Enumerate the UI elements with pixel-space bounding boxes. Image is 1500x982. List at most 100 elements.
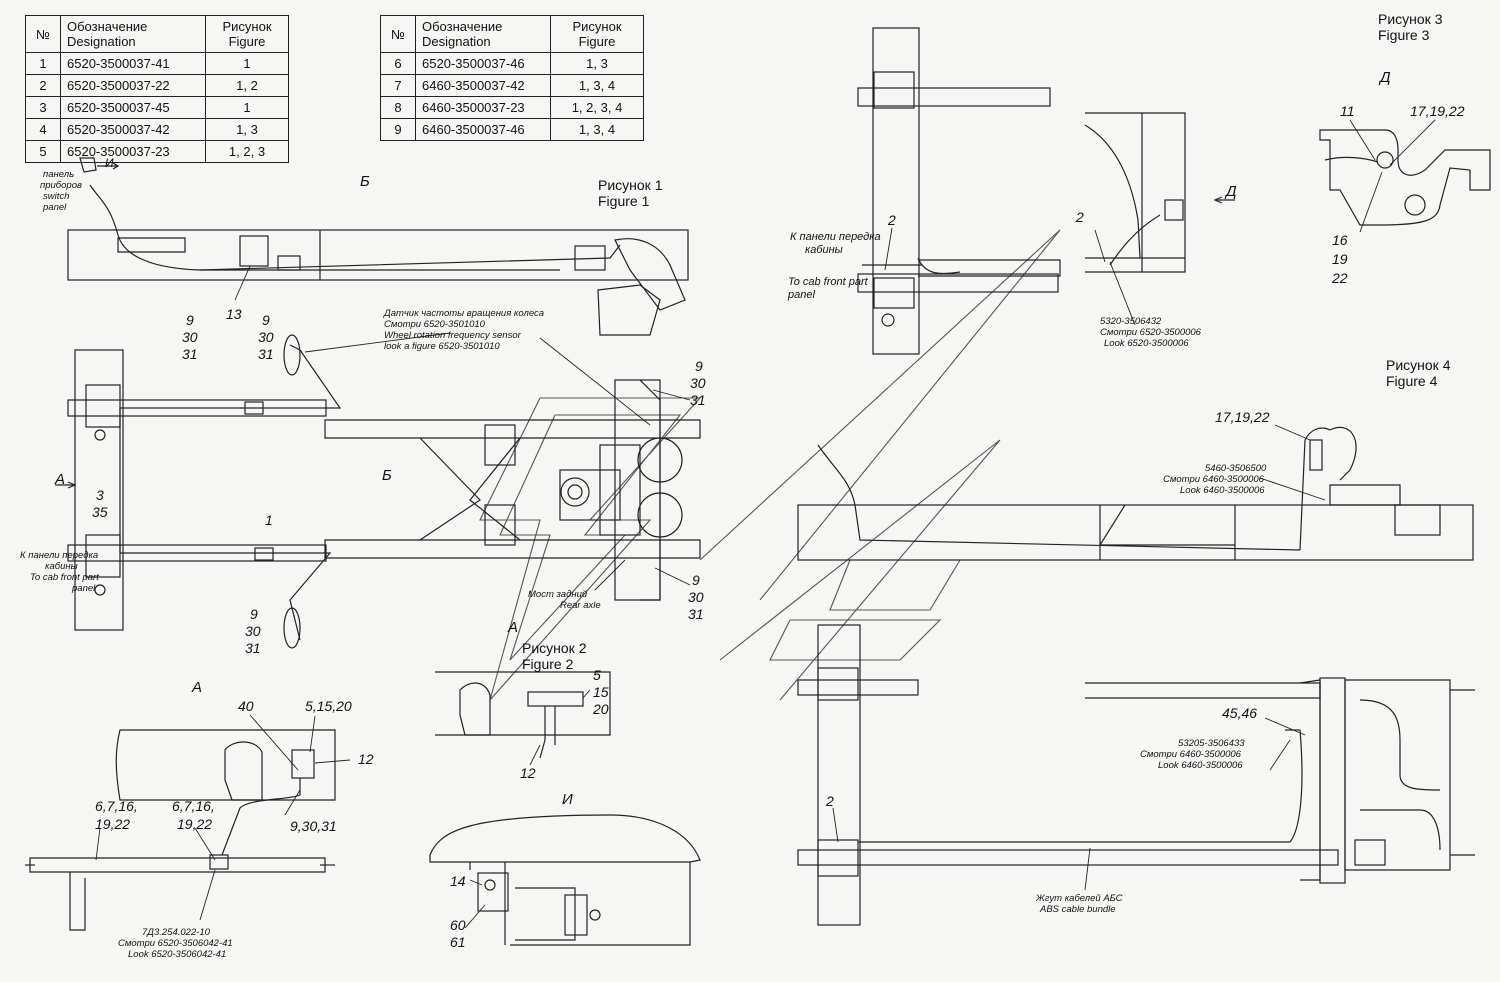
cab-front-top-line1: К панели передка (790, 231, 881, 243)
top-vertical-beam (857, 27, 1061, 355)
view-letter-i-arrow: И (105, 156, 114, 170)
callout-17-19-22b: 17,19,22 (1215, 409, 1270, 425)
part-7d3-line1: 7Д3.254.022-10 (142, 927, 211, 938)
table-cell-figure: 1, 3 (205, 118, 289, 141)
part-7d3-line2: Смотри 6520-3506042-41 (118, 938, 233, 949)
figure4-side-frame (797, 426, 1474, 561)
callout-12b: 12 (520, 765, 536, 781)
leader-lines (95, 119, 1436, 929)
callout-6-7-16b: 6,7,16, (172, 798, 215, 814)
part-53205-line2: Смотри 6460-3500006 (1140, 749, 1242, 760)
part-53205-line1: 53205-3506433 (1178, 738, 1245, 749)
callout-45-46: 45,46 (1222, 705, 1257, 721)
callout-30b: 30 (258, 329, 274, 345)
callout-5-15-20a: 5,15,20 (305, 698, 352, 714)
view-letter-d-fig3: Д (1378, 69, 1391, 86)
callout-19-22a: 19,22 (95, 816, 130, 832)
watermark-arrow (479, 229, 1061, 701)
callout-9c: 9 (695, 358, 703, 374)
part-53205-line3: Look 6460-3500006 (1158, 760, 1243, 771)
switch-panel-line1: панель (43, 169, 74, 180)
part-5320-line2: Смотри 6520-3500006 (1100, 327, 1202, 338)
table-cell-designation: 6520-3500037-41 (60, 52, 206, 75)
callout-15: 15 (593, 684, 609, 700)
wheel-sensor-line2: Смотри 6520-3501010 (384, 319, 486, 330)
wheel-sensor-line3: Wheel rotation frequency sensor (384, 330, 522, 341)
callout-2b: 2 (1075, 209, 1084, 225)
table-cell-figure: 1, 3, 4 (550, 118, 644, 141)
table-cell-designation: 6520-3500037-22 (60, 74, 206, 97)
callout-3: 3 (96, 487, 104, 503)
callout-12a: 12 (358, 751, 374, 767)
callout-31c: 31 (690, 392, 706, 408)
view-letter-b-top: Б (360, 173, 370, 190)
callout-5: 5 (593, 667, 601, 683)
figure1-title-en: Figure 1 (598, 193, 650, 209)
callout-31b: 31 (258, 346, 274, 362)
abs-bundle-en: ABS cable bundle (1039, 904, 1116, 915)
callout-60: 60 (450, 917, 466, 933)
abs-bundle-ru: Жгут кабелей АБС (1035, 893, 1123, 904)
detail-a (25, 729, 336, 931)
figure1-title-ru: Рисунок 1 (598, 177, 663, 193)
figure3-detail (1319, 129, 1491, 226)
part-5460-line3: Look 6460-3500006 (1180, 485, 1265, 496)
view-letter-a-detail: А (191, 679, 202, 696)
figure2-title-en: Figure 2 (522, 656, 574, 672)
callout-30c: 30 (690, 375, 706, 391)
figure1-plan-view (55, 334, 342, 649)
callout-30e: 30 (245, 623, 261, 639)
callout-9a: 9 (186, 312, 194, 328)
callout-13: 13 (226, 306, 242, 322)
callout-40: 40 (238, 698, 254, 714)
view-letter-d-arrow: Д (1224, 183, 1237, 200)
figure4-plan-view (797, 624, 1475, 926)
callout-35: 35 (92, 504, 108, 520)
rear-axle-en: Rear axle (560, 600, 601, 611)
detail-d-bracket (1084, 112, 1235, 273)
figure1-side-frame (67, 157, 689, 336)
figure4-title-ru: Рисунок 4 (1386, 357, 1451, 373)
cab-front-top-line2: кабины (805, 244, 843, 256)
cab-front-left-line2: кабины (45, 561, 78, 572)
callout-2a: 2 (887, 212, 896, 228)
table-cell-designation: 6460-3500037-46 (415, 118, 551, 141)
part-5460-line1: 5460-3506500 (1205, 463, 1267, 474)
table1-header-number: № (25, 15, 61, 53)
rear-axle-assembly (324, 379, 701, 601)
callout-9b: 9 (262, 312, 270, 328)
callout-61: 61 (450, 934, 466, 950)
callout-9e: 9 (250, 606, 258, 622)
callout-17-19-22a: 17,19,22 (1410, 103, 1465, 119)
callout-9-30-31: 9,30,31 (290, 818, 337, 834)
rear-axle-ru: Мост задний (528, 589, 588, 600)
wheel-sensor-line1: Датчик частоты вращения колеса (383, 308, 544, 319)
callout-9d: 9 (692, 572, 700, 588)
figure2-detail (435, 671, 611, 759)
cab-front-top-line3: To cab front part (788, 276, 869, 288)
callout-22: 22 (1331, 270, 1348, 286)
callout-20: 20 (592, 701, 609, 717)
callout-14: 14 (450, 873, 466, 889)
table-cell-figure: 1, 2, 3 (205, 140, 289, 163)
view-letter-b-mid: Б (382, 467, 392, 484)
callout-30a: 30 (182, 329, 198, 345)
detail-i (429, 814, 701, 946)
callout-1: 1 (265, 512, 273, 528)
callout-2c: 2 (825, 793, 834, 809)
cab-front-top-line4: panel (787, 289, 815, 301)
cab-front-left-line4: panel (71, 583, 96, 594)
switch-panel-line4: panel (42, 202, 67, 213)
view-letter-a-fig2: А (507, 619, 518, 636)
table-cell-designation: 6520-3500037-23 (60, 140, 206, 163)
callout-31e: 31 (245, 640, 261, 656)
view-letter-i: И (562, 791, 573, 808)
